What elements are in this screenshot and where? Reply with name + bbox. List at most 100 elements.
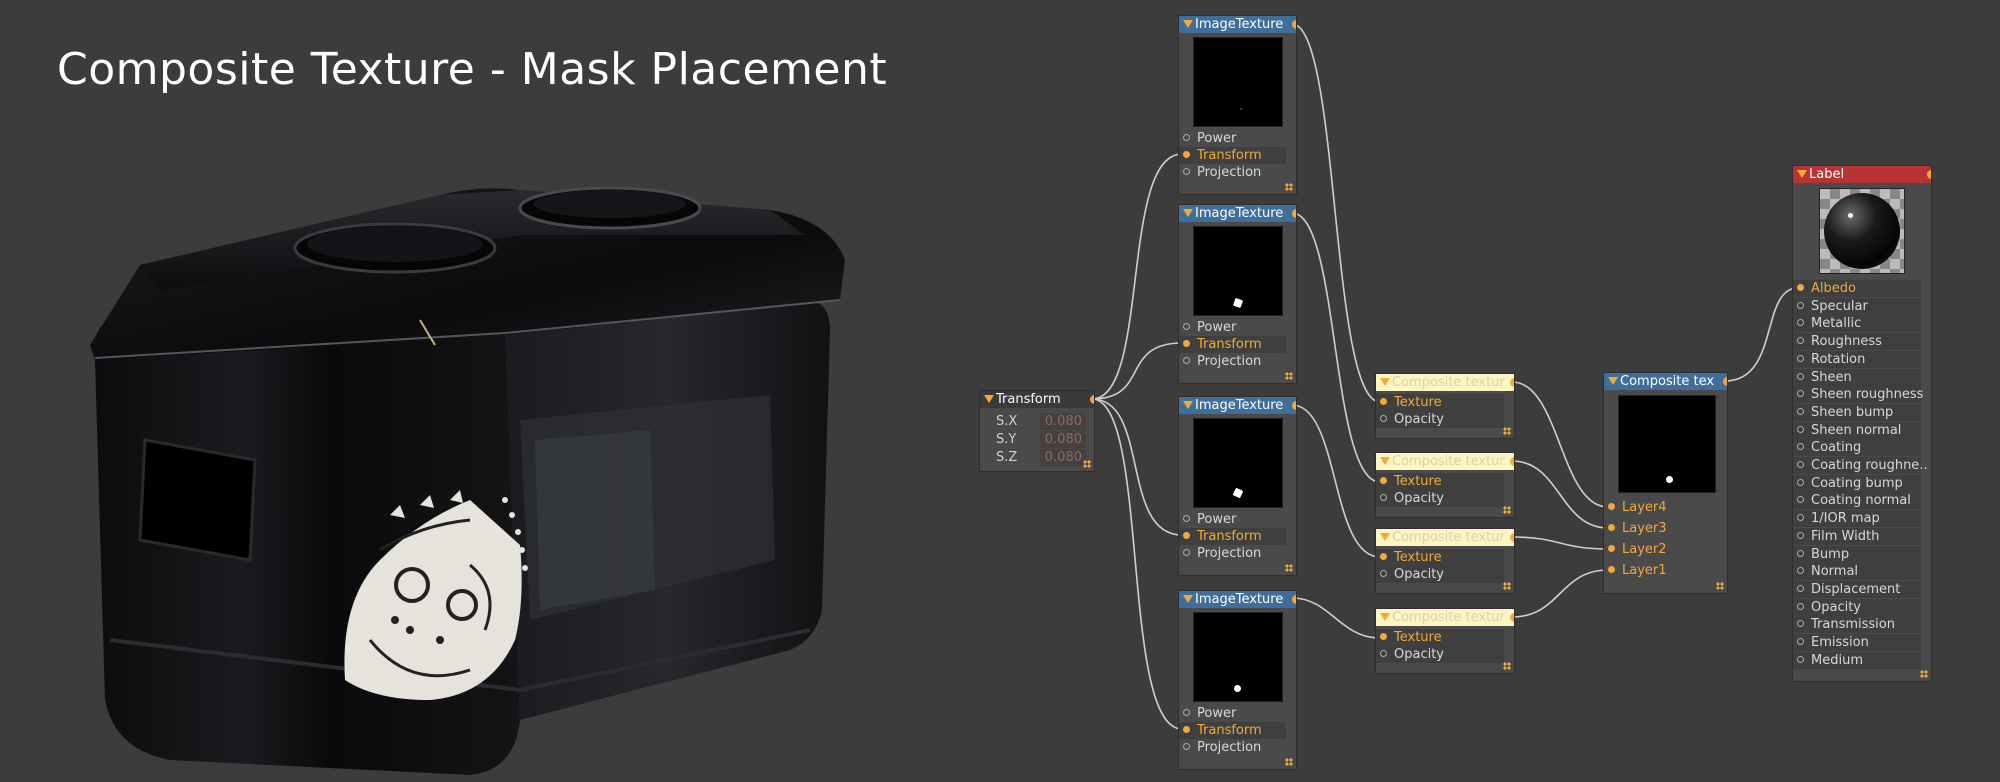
image-texture-node-3[interactable]: ImageTexture Power Transform Projection <box>1178 396 1297 576</box>
composite-layer-output-port[interactable] <box>1510 457 1514 466</box>
material-output-port[interactable] <box>1927 170 1931 179</box>
material-node-header[interactable]: Label <box>1793 166 1931 183</box>
composite-layer-node-2[interactable]: Composite textur Texture Opacity <box>1375 452 1515 518</box>
pin-1-ior-map[interactable]: 1/IOR map <box>1793 510 1921 528</box>
pin-normal[interactable]: Normal <box>1793 563 1921 581</box>
collapse-triangle-icon[interactable] <box>1380 457 1390 465</box>
node-resize-grip-icon[interactable] <box>1716 582 1724 590</box>
transform-node-header[interactable]: Transform <box>980 391 1094 408</box>
node-resize-grip-icon[interactable] <box>1083 460 1091 468</box>
pin-albedo[interactable]: Albedo <box>1793 280 1921 297</box>
pin-texture[interactable]: Texture <box>1376 629 1504 646</box>
pin-displacement[interactable]: Displacement <box>1793 580 1921 598</box>
composite-layer-node-1[interactable]: Composite textur Texture Opacity <box>1375 373 1515 439</box>
collapse-triangle-icon[interactable] <box>1183 401 1193 409</box>
pin-projection[interactable]: Projection <box>1179 164 1286 181</box>
pin-specular[interactable]: Specular <box>1793 297 1921 315</box>
pin-emission[interactable]: Emission <box>1793 634 1921 651</box>
pin-coating[interactable]: Coating <box>1793 439 1921 457</box>
image-texture-header[interactable]: ImageTexture <box>1179 16 1296 33</box>
pin-texture[interactable]: Texture <box>1376 394 1504 411</box>
pin-opacity[interactable]: Opacity <box>1376 411 1504 428</box>
pin-metallic[interactable]: Metallic <box>1793 315 1921 333</box>
composite-layer-header[interactable]: Composite textur <box>1376 529 1514 546</box>
collapse-triangle-icon[interactable] <box>1183 209 1193 217</box>
composite-layer-node-3[interactable]: Composite textur Texture Opacity <box>1375 528 1515 594</box>
pin-sheen-normal[interactable]: Sheen normal <box>1793 421 1921 439</box>
pin-rotation[interactable]: Rotation <box>1793 350 1921 368</box>
transform-output-port[interactable] <box>1090 395 1094 404</box>
image-texture-header[interactable]: ImageTexture <box>1179 397 1296 414</box>
pin-coating-bump[interactable]: Coating bump <box>1793 474 1921 492</box>
pin-sheen[interactable]: Sheen <box>1793 368 1921 386</box>
pin-power[interactable]: Power <box>1179 319 1286 336</box>
composite-layer-node-4[interactable]: Composite textur Texture Opacity <box>1375 608 1515 674</box>
pin-film-width[interactable]: Film Width <box>1793 527 1921 545</box>
composite-tex-output-port[interactable] <box>1723 377 1727 386</box>
pin-opacity[interactable]: Opacity <box>1376 490 1504 507</box>
pin-coating-roughne[interactable]: Coating roughne.. <box>1793 457 1928 474</box>
node-resize-grip-icon[interactable] <box>1285 183 1293 191</box>
pin-opacity[interactable]: Opacity <box>1376 646 1504 663</box>
transform-row-sx[interactable]: S.X 0.080 <box>980 413 1094 430</box>
collapse-triangle-icon[interactable] <box>1797 170 1807 178</box>
pin-opacity[interactable]: Opacity <box>1793 598 1921 616</box>
image-texture-output-port[interactable] <box>1292 401 1296 410</box>
pin-medium[interactable]: Medium <box>1793 651 1921 669</box>
image-texture-header[interactable]: ImageTexture <box>1179 205 1296 222</box>
image-texture-output-port[interactable] <box>1292 20 1296 29</box>
collapse-triangle-icon[interactable] <box>1380 533 1390 541</box>
collapse-triangle-icon[interactable] <box>1608 377 1618 385</box>
pin-sheen-bump[interactable]: Sheen bump <box>1793 403 1921 421</box>
pin-sheen-roughness[interactable]: Sheen roughness <box>1793 386 1923 404</box>
node-resize-grip-icon[interactable] <box>1503 506 1511 514</box>
transform-row-sz[interactable]: S.Z 0.080 <box>980 449 1094 466</box>
pin-projection[interactable]: Projection <box>1179 545 1286 562</box>
pin-power[interactable]: Power <box>1179 705 1286 722</box>
pin-roughness[interactable]: Roughness <box>1793 333 1921 351</box>
node-resize-grip-icon[interactable] <box>1503 427 1511 435</box>
node-resize-grip-icon[interactable] <box>1285 758 1293 766</box>
pin-layer4[interactable]: Layer4 <box>1604 499 1717 516</box>
image-texture-output-port[interactable] <box>1292 209 1296 218</box>
pin-layer3[interactable]: Layer3 <box>1604 520 1717 537</box>
pin-projection[interactable]: Projection <box>1179 739 1286 756</box>
pin-transmission[interactable]: Transmission <box>1793 616 1921 634</box>
image-texture-node-4[interactable]: ImageTexture Power Transform Projection <box>1178 590 1297 770</box>
pin-transform[interactable]: Transform <box>1179 528 1286 545</box>
composite-layer-header[interactable]: Composite textur <box>1376 609 1514 626</box>
pin-power[interactable]: Power <box>1179 511 1286 528</box>
image-texture-output-port[interactable] <box>1292 595 1296 604</box>
pin-power[interactable]: Power <box>1179 130 1286 147</box>
pin-opacity[interactable]: Opacity <box>1376 566 1504 583</box>
node-resize-grip-icon[interactable] <box>1503 662 1511 670</box>
node-resize-grip-icon[interactable] <box>1285 372 1293 380</box>
pin-layer1[interactable]: Layer1 <box>1604 562 1717 579</box>
collapse-triangle-icon[interactable] <box>984 395 994 403</box>
composite-tex-node[interactable]: Composite tex Layer4 Layer3 Layer2 Layer… <box>1603 372 1728 594</box>
pin-coating-normal[interactable]: Coating normal <box>1793 492 1921 510</box>
pin-bump[interactable]: Bump <box>1793 545 1921 563</box>
composite-layer-header[interactable]: Composite textur <box>1376 374 1514 391</box>
composite-tex-header[interactable]: Composite tex <box>1604 373 1727 390</box>
collapse-triangle-icon[interactable] <box>1380 613 1390 621</box>
composite-layer-output-port[interactable] <box>1510 378 1514 387</box>
node-resize-grip-icon[interactable] <box>1503 582 1511 590</box>
pin-layer2[interactable]: Layer2 <box>1604 541 1717 558</box>
image-texture-node-2[interactable]: ImageTexture Power Transform Projection <box>1178 204 1297 384</box>
composite-layer-output-port[interactable] <box>1510 533 1514 542</box>
image-texture-header[interactable]: ImageTexture <box>1179 591 1296 608</box>
node-resize-grip-icon[interactable] <box>1285 564 1293 572</box>
collapse-triangle-icon[interactable] <box>1183 595 1193 603</box>
pin-texture[interactable]: Texture <box>1376 549 1504 566</box>
node-resize-grip-icon[interactable] <box>1920 670 1928 678</box>
transform-node[interactable]: Transform S.X 0.080 S.Y 0.080 S.Z 0.080 <box>979 390 1095 472</box>
composite-layer-header[interactable]: Composite textur <box>1376 453 1514 470</box>
pin-transform[interactable]: Transform <box>1179 336 1286 353</box>
composite-layer-output-port[interactable] <box>1510 613 1514 622</box>
pin-texture[interactable]: Texture <box>1376 473 1504 490</box>
pin-transform[interactable]: Transform <box>1179 147 1286 164</box>
pin-transform[interactable]: Transform <box>1179 722 1286 739</box>
transform-row-sy[interactable]: S.Y 0.080 <box>980 431 1094 448</box>
